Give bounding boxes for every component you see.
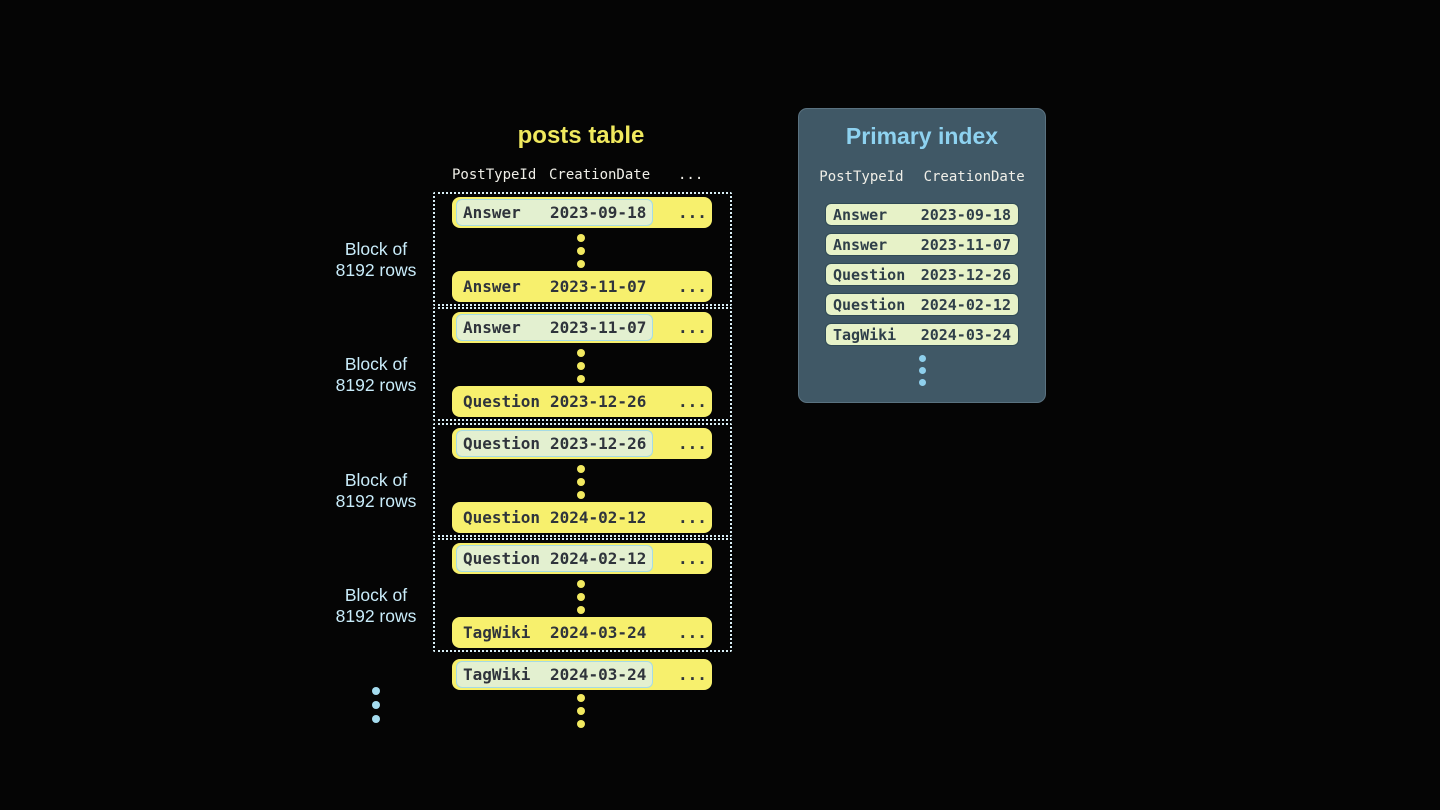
block-label-line2: 8192 rows [335, 606, 417, 626]
cell-posttypeid: Question [463, 434, 541, 453]
cell-more: ... [678, 277, 707, 296]
cell-creationdate: 2024-03-24 [550, 665, 647, 684]
block-label-line2: 8192 rows [335, 491, 417, 511]
column-header-posttypeid: PostTypeId [452, 167, 537, 183]
ellipsis-dots-icon [577, 694, 585, 728]
primary-index-panel: Primary index PostTypeId CreationDate An… [798, 108, 1046, 403]
block-label-line2: 8192 rows [335, 260, 417, 280]
cell-posttypeid: TagWiki [833, 325, 897, 344]
cell-more: ... [678, 549, 707, 568]
block-label-line1: Block of [344, 239, 408, 259]
table-block-3: Question 2023-12-26 ... Question 2024-02-1… [433, 423, 732, 537]
ellipsis-dots-icon [577, 234, 585, 268]
cell-creationdate: 2024-02-12 [550, 549, 647, 568]
cell-more: ... [678, 318, 707, 337]
block-label: Block of 8192 rows [306, 239, 446, 281]
block-label-line2: 8192 rows [335, 375, 417, 395]
cell-more: ... [678, 665, 707, 684]
table-block-2: Answer 2023-11-07 ... Question 2023-12-26 … [433, 307, 732, 421]
table-row: Question 2024-02-12 ... [452, 543, 712, 574]
cell-posttypeid: Question [463, 549, 541, 568]
cell-creationdate: 2024-03-24 [920, 325, 1011, 344]
cell-creationdate: 2023-12-26 [920, 265, 1011, 284]
cell-posttypeid: TagWiki [463, 623, 531, 642]
cell-creationdate: 2023-09-18 [920, 205, 1011, 224]
cell-more: ... [678, 434, 707, 453]
cell-creationdate: 2023-12-26 [550, 434, 647, 453]
cell-creationdate: 2023-11-07 [550, 277, 647, 296]
column-header-posttypeid: PostTypeId [819, 169, 904, 185]
posts-table-column-headers: PostTypeId CreationDate... [452, 167, 703, 183]
posts-table-title: posts table [517, 122, 645, 149]
cell-posttypeid: Answer [833, 205, 888, 224]
block-label: Block of 8192 rows [306, 585, 446, 627]
cell-posttypeid: Answer [463, 318, 521, 337]
cell-posttypeid: Question [833, 265, 906, 284]
ellipsis-dots-icon [577, 580, 585, 614]
cell-creationdate: 2023-12-26 [550, 392, 647, 411]
table-row: Question 2024-02-12 ... [452, 502, 712, 533]
highlighted-index-cells: Answer 2023-11-07 [456, 314, 654, 341]
cell-posttypeid: Answer [463, 277, 521, 296]
block-label: Block of 8192 rows [306, 354, 446, 396]
table-row-tail: TagWiki 2024-03-24 ... [452, 659, 712, 690]
index-row: Question 2023-12-26 [825, 263, 1019, 286]
index-row: Question 2024-02-12 [825, 293, 1019, 316]
block-label: Block of 8192 rows [306, 470, 446, 512]
cell-posttypeid: Answer [463, 203, 521, 222]
cell-creationdate: 2024-02-12 [550, 508, 647, 527]
cell-creationdate: 2024-03-24 [550, 623, 647, 642]
cell-more: ... [678, 508, 707, 527]
table-row: Answer 2023-11-07 ... [452, 271, 712, 302]
block-label-line1: Block of [344, 470, 408, 490]
cell-posttypeid: Question [833, 295, 906, 314]
highlighted-index-cells: Question 2024-02-12 [456, 545, 654, 572]
table-block-4: Question 2024-02-12 ... TagWiki 2024-03-24… [433, 538, 732, 652]
cell-creationdate: 2023-11-07 [550, 318, 647, 337]
table-row: Question 2023-12-26 ... [452, 428, 712, 459]
cell-more: ... [678, 203, 707, 222]
primary-index-column-headers: PostTypeId CreationDate [799, 169, 1045, 185]
highlighted-index-cells: Answer 2023-09-18 [456, 199, 654, 226]
table-row: Answer 2023-09-18 ... [452, 197, 712, 228]
primary-index-title: Primary index [845, 123, 999, 149]
block-label-line1: Block of [344, 585, 408, 605]
column-header-more: ... [678, 167, 704, 183]
cell-posttypeid: Question [463, 392, 541, 411]
highlighted-index-cells: Question 2023-12-26 [456, 430, 654, 457]
table-block-1: Answer 2023-09-18 ... Answer 2023-11-07 ..… [433, 192, 732, 306]
table-row: Answer 2023-11-07 ... [452, 312, 712, 343]
ellipsis-dots-icon [372, 687, 380, 723]
index-row: Answer 2023-09-18 [825, 203, 1019, 226]
cell-creationdate: 2024-02-12 [920, 295, 1011, 314]
table-row: Question 2023-12-26 ... [452, 386, 712, 417]
cell-posttypeid: Question [463, 508, 541, 527]
table-row: TagWiki 2024-03-24 ... [452, 617, 712, 648]
cell-more: ... [678, 392, 707, 411]
highlighted-index-cells: TagWiki 2024-03-24 [456, 661, 654, 688]
index-row: TagWiki 2024-03-24 [825, 323, 1019, 346]
block-label-line1: Block of [344, 354, 408, 374]
cell-creationdate: 2023-11-07 [920, 235, 1011, 254]
column-header-creationdate: CreationDate [923, 169, 1025, 185]
cell-more: ... [678, 623, 707, 642]
cell-posttypeid: Answer [833, 235, 888, 254]
cell-creationdate: 2023-09-18 [550, 203, 647, 222]
column-header-creationdate: CreationDate [549, 167, 651, 183]
cell-posttypeid: TagWiki [463, 665, 531, 684]
ellipsis-dots-icon [918, 355, 926, 386]
ellipsis-dots-icon [577, 349, 585, 383]
index-row: Answer 2023-11-07 [825, 233, 1019, 256]
ellipsis-dots-icon [577, 465, 585, 499]
